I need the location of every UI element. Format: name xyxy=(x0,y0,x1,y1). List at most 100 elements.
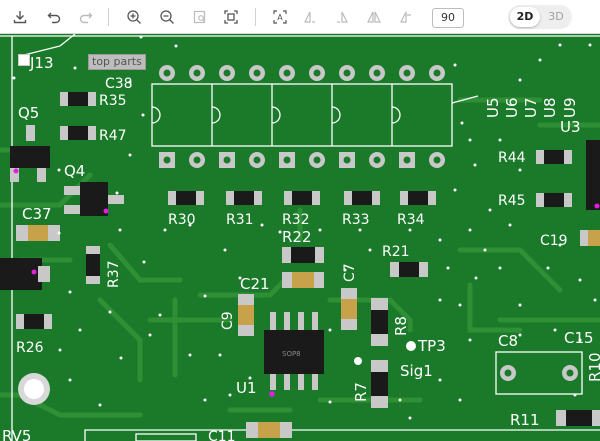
rotate-right-icon[interactable] xyxy=(330,5,354,29)
c37-capacitor[interactable] xyxy=(16,225,60,241)
silk-rect xyxy=(135,433,197,441)
label-sig1: Sig1 xyxy=(400,362,433,380)
r35-resistor[interactable] xyxy=(60,92,96,106)
toolbar: A 90 2D 3D xyxy=(0,0,600,34)
label-tp3: TP3 xyxy=(417,337,446,355)
r44-resistor[interactable] xyxy=(536,150,572,164)
u1-sop8-chip[interactable] xyxy=(264,312,324,397)
label-c8: C8 xyxy=(498,332,518,350)
label-c7: C7 xyxy=(342,263,358,282)
view-2d-button[interactable]: 2D xyxy=(510,7,540,27)
r8-resistor[interactable] xyxy=(371,298,388,346)
label-r7: R7 xyxy=(352,382,370,402)
zoom-level-input[interactable]: 90 xyxy=(432,8,464,28)
label-r35: R35 xyxy=(99,93,127,109)
r22-resistor[interactable] xyxy=(282,247,324,263)
header-pins-top xyxy=(159,65,445,81)
label-r32: R32 xyxy=(282,212,310,228)
silk-arrow xyxy=(59,34,76,47)
rotate-left-icon[interactable] xyxy=(298,5,322,29)
label-c11: C11 xyxy=(208,429,236,441)
label-c21: C21 xyxy=(240,275,270,293)
label-q5: Q5 xyxy=(18,104,39,122)
undo-icon[interactable] xyxy=(42,5,66,29)
u5-u9-outline xyxy=(151,83,479,147)
label-r8: R8 xyxy=(392,316,410,336)
r11-resistor[interactable] xyxy=(556,410,600,426)
r21-resistor[interactable] xyxy=(390,262,428,277)
c8-connector[interactable] xyxy=(495,351,583,395)
q5-transistor[interactable] xyxy=(10,125,50,182)
auto-route-icon[interactable]: A xyxy=(268,5,292,29)
r45-resistor[interactable] xyxy=(536,193,572,207)
download-icon[interactable] xyxy=(8,5,32,29)
r33-resistor[interactable] xyxy=(344,191,380,205)
connector-left[interactable] xyxy=(0,258,50,290)
label-r30: R30 xyxy=(168,212,196,228)
flip-horizontal-icon[interactable] xyxy=(362,5,386,29)
zoom-out-icon[interactable] xyxy=(155,5,179,29)
label-r33: R33 xyxy=(342,212,370,228)
label-r11: R11 xyxy=(510,411,540,429)
redo-icon[interactable] xyxy=(74,5,98,29)
r37-resistor[interactable] xyxy=(86,246,100,284)
label-u7: U7 xyxy=(522,97,540,118)
label-r22: R22 xyxy=(282,228,312,246)
label-r34: R34 xyxy=(397,212,425,228)
q4-transistor[interactable] xyxy=(64,182,124,216)
r31-resistor[interactable] xyxy=(226,191,262,205)
board-outline-lines xyxy=(0,35,600,441)
label-r45: R45 xyxy=(498,193,526,209)
vias xyxy=(12,35,597,420)
label-r21: R21 xyxy=(382,244,410,260)
label-r10: R10 xyxy=(586,352,600,382)
r26-resistor[interactable] xyxy=(16,314,52,329)
toolbar-separator xyxy=(255,8,256,26)
label-c37: C37 xyxy=(22,205,52,223)
c11-capacitor[interactable] xyxy=(246,422,292,438)
label-u8: U8 xyxy=(541,97,559,118)
r32-resistor[interactable] xyxy=(284,191,320,205)
c7-capacitor[interactable] xyxy=(341,288,357,330)
label-u6: U6 xyxy=(503,97,521,118)
c21-capacitor[interactable] xyxy=(282,272,324,288)
label-rv5: RV5 xyxy=(2,427,31,441)
fit-to-screen-icon[interactable] xyxy=(219,5,243,29)
top-parts-tooltip: top parts xyxy=(88,54,146,70)
c9-capacitor[interactable] xyxy=(238,294,254,336)
tp3-testpoint[interactable] xyxy=(406,341,416,351)
label-r31: R31 xyxy=(226,212,254,228)
label-u9: U9 xyxy=(561,97,579,118)
label-r47: R47 xyxy=(99,128,127,144)
view-toggle: 2D 3D xyxy=(508,5,572,29)
zoom-in-icon[interactable] xyxy=(122,5,146,29)
r34-resistor[interactable] xyxy=(400,191,436,205)
pcb-canvas[interactable]: J13 C38 R35 R47 Q5 Q4 C37 R30 R31 R32 R3… xyxy=(0,34,600,441)
via xyxy=(354,357,362,365)
label-r37: R37 xyxy=(106,260,122,288)
svg-text:A: A xyxy=(277,13,283,22)
label-u1: U1 xyxy=(236,379,257,397)
view-3d-button[interactable]: 3D xyxy=(548,10,564,23)
u3-chip[interactable] xyxy=(586,140,600,210)
label-j13: J13 xyxy=(29,54,54,72)
flip-vertical-icon[interactable] xyxy=(394,5,418,29)
label-c38: C38 xyxy=(105,76,133,92)
label-q4: Q4 xyxy=(64,162,85,180)
label-c15: C15 xyxy=(564,329,594,347)
label-u3: U3 xyxy=(560,118,581,136)
label-u5: U5 xyxy=(484,97,502,118)
silk-labels: J13 C38 R35 R47 Q5 Q4 C37 R30 R31 R32 R3… xyxy=(2,54,600,441)
r7-resistor[interactable] xyxy=(371,360,388,408)
toolbar-separator xyxy=(108,8,109,26)
layer-checkbox[interactable] xyxy=(18,54,30,66)
r30-resistor[interactable] xyxy=(168,191,204,205)
header-pins-bottom xyxy=(159,152,445,168)
c19-capacitor[interactable] xyxy=(580,230,600,246)
label-sop8: SOP8 xyxy=(282,350,301,358)
label-r44: R44 xyxy=(498,150,526,166)
zoom-to-selection-icon[interactable] xyxy=(188,5,212,29)
label-c19: C19 xyxy=(540,233,568,249)
r47-resistor[interactable] xyxy=(60,126,96,140)
mounting-hole-inner xyxy=(24,379,44,399)
